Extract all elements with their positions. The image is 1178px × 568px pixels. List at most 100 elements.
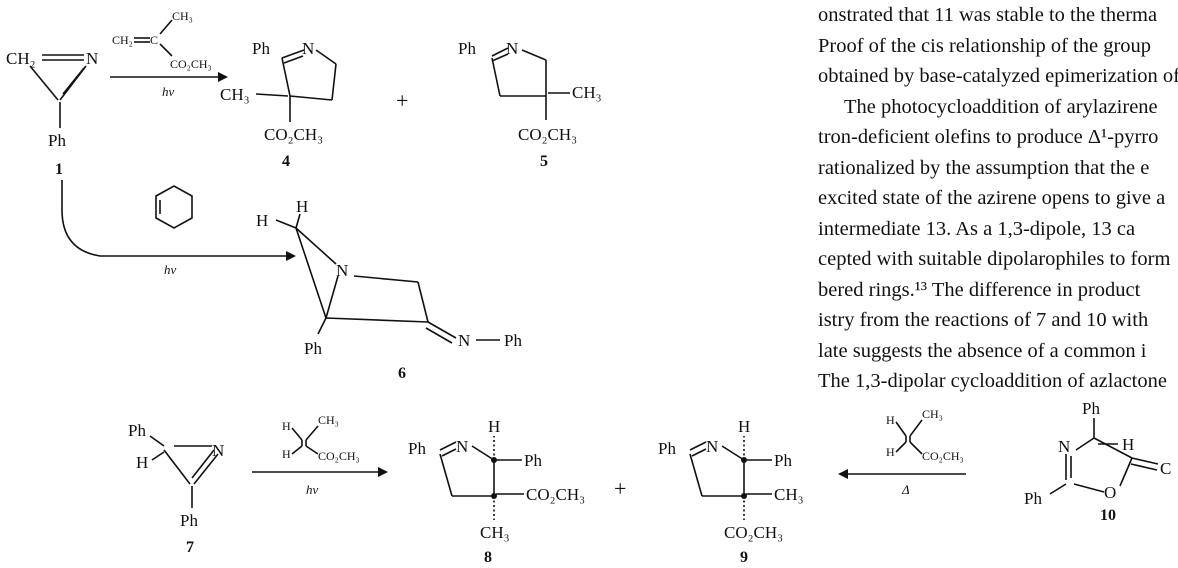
arrow-head (286, 251, 296, 261)
ph-label: Ph (128, 421, 146, 440)
reaction-arrow-2: hν (61, 180, 296, 277)
bond (159, 43, 173, 57)
compound-7: Ph H N Ph 7 (128, 421, 224, 556)
bond (281, 49, 305, 59)
bond (305, 445, 319, 455)
bond (689, 441, 707, 451)
compound-4: Ph N CH₃ CO₂CH₃ 4 (220, 39, 337, 170)
bond (425, 327, 453, 344)
co2ch3-label: CO₂CH₃ (724, 523, 783, 542)
text-line: bered rings.¹³ The difference in product (818, 278, 1141, 301)
reaction-arrow-4: H H CH₃ CO₂CH₃ Δ (838, 407, 966, 497)
h-label: H (282, 447, 291, 461)
body-text-column: onstrated that 11 was stable to the ther… (818, 0, 1178, 397)
bond (491, 47, 509, 57)
bond (62, 67, 85, 95)
text-line: rationalized by the assumption that the … (818, 156, 1150, 179)
compound-number: 6 (398, 365, 406, 382)
h-label: H (296, 197, 308, 216)
condition-delta: Δ (901, 482, 910, 497)
reagent-c: C (150, 33, 158, 47)
bond (909, 419, 923, 437)
h-label: H (282, 419, 291, 433)
compound-number: 8 (484, 549, 492, 566)
stereo-dot (741, 493, 747, 499)
ph-label: Ph (408, 439, 426, 458)
bond (1130, 463, 1158, 471)
ch2-label: CH₂ (6, 49, 36, 68)
ph-label: Ph (304, 339, 322, 358)
compound-6: H H N Ph N Ph 6 (256, 197, 522, 382)
n-label: N (456, 437, 468, 456)
compound-10: Ph N H O C Ph 10 (1024, 399, 1171, 524)
ph-label: Ph (504, 331, 522, 350)
bond (191, 449, 215, 479)
bond (281, 57, 291, 97)
compound-5: Ph N CH₃ CO₂CH₃ 5 (458, 39, 602, 170)
bond (275, 219, 297, 229)
bond (909, 441, 923, 455)
arrow-shaft (61, 180, 286, 257)
reaction-scheme: CH₂ N Ph 1 CH₂ C CH₃ CO₂CH₃ hν Ph N CH₃ … (6, 9, 804, 566)
co2ch3-label: CO₂CH₃ (318, 449, 360, 463)
arrow-head (378, 467, 388, 477)
bond (895, 441, 907, 453)
h-label: H (136, 453, 148, 472)
bond (521, 49, 547, 61)
text-line: istry from the reactions of 7 and 10 wit… (818, 309, 1149, 331)
bond (417, 281, 429, 323)
compound-number: 10 (1100, 507, 1116, 524)
compound-number: 9 (740, 549, 748, 566)
bond (149, 435, 165, 447)
reagent-co2ch3: CO₂CH₃ (170, 57, 212, 71)
text-line: late suggests the absence of a common i (818, 339, 1147, 362)
bond (295, 213, 301, 229)
bond (1075, 437, 1095, 451)
h-label: H (256, 211, 268, 230)
h-label: H (738, 417, 750, 436)
compound-8: Ph N H Ph CO₂CH₃ CH₃ 8 (408, 417, 585, 566)
bond (295, 227, 337, 265)
ph-label: Ph (1024, 489, 1042, 508)
h-label: H (1122, 435, 1134, 454)
ph-label: Ph (180, 511, 198, 530)
compound-number: 5 (540, 153, 548, 170)
stereo-dot (491, 457, 497, 463)
reagent-ch3: CH₃ (172, 9, 193, 23)
reagent-ch2: CH₂ (112, 33, 133, 47)
compound-9: Ph N H Ph CH₃ CO₂CH₃ 9 (658, 417, 804, 566)
n-label: N (302, 39, 314, 58)
ph-label: Ph (48, 131, 66, 150)
condition-hv: hν (162, 84, 175, 99)
bond (691, 448, 707, 457)
text-line: tron-deficient olefins to produce Δ¹-pyr… (818, 126, 1159, 148)
arrow-head (218, 72, 228, 82)
co2ch3-label: CO₂CH₃ (922, 449, 964, 463)
ph-label: Ph (774, 451, 792, 470)
ch3-label: CH₃ (318, 413, 339, 427)
n-label: N (1058, 437, 1070, 456)
text-line: The 1,3-dipolar cycloaddition of azlacto… (818, 370, 1167, 392)
bond (439, 441, 457, 451)
n-label: N (212, 441, 224, 460)
ch3-label: CH₃ (480, 523, 510, 542)
bond (291, 445, 303, 455)
compound-number: 1 (55, 161, 63, 178)
bond (1093, 437, 1133, 459)
bond (721, 445, 745, 461)
ch3-label: CH₃ (774, 485, 804, 504)
ch3-label: CH₃ (922, 407, 943, 421)
stereo-dot (491, 493, 497, 499)
compound-1: CH₂ N Ph 1 (6, 49, 98, 178)
bond (29, 65, 59, 101)
ph-label: Ph (658, 439, 676, 458)
bond (1119, 457, 1133, 487)
reaction-arrow-3: H H CH₃ CO₂CH₃ hν (252, 413, 388, 497)
bond (1049, 483, 1067, 495)
condition-hv: hν (164, 262, 177, 277)
bond (163, 449, 191, 485)
text-line: obtained by base-catalyzed epimerization… (818, 65, 1178, 87)
bond (441, 448, 457, 457)
bond (439, 453, 453, 497)
n-label: N (506, 39, 518, 58)
